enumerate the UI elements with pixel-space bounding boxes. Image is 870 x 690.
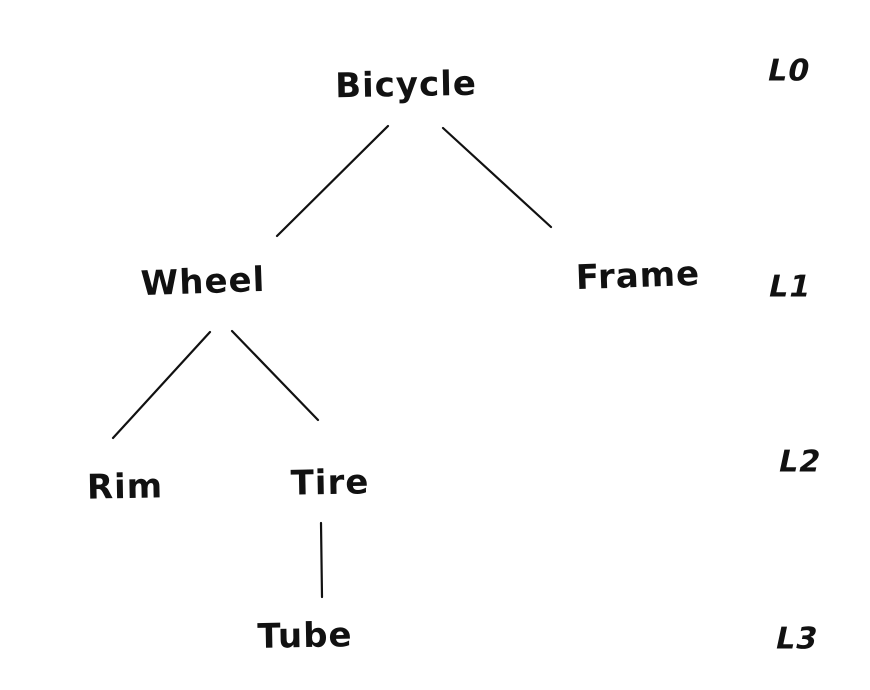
node-rim: Rim: [86, 466, 164, 508]
level-label-l3: L3: [772, 621, 822, 657]
node-wheel: Wheel: [140, 259, 266, 305]
edge-bicycle-frame: [441, 126, 553, 229]
level-label-l2: L2: [775, 444, 825, 480]
level-label-l0: L0: [764, 53, 814, 89]
edge-wheel-tire: [230, 329, 320, 422]
edge-tire-tube: [319, 521, 324, 599]
node-frame: Frame: [575, 253, 701, 299]
node-tube: Tube: [257, 615, 353, 657]
level-label-l1: L1: [765, 269, 815, 305]
edge-wheel-rim: [111, 330, 212, 440]
node-tire: Tire: [290, 462, 370, 504]
edge-bicycle-wheel: [275, 124, 390, 238]
node-bicycle: Bicycle: [334, 63, 478, 107]
